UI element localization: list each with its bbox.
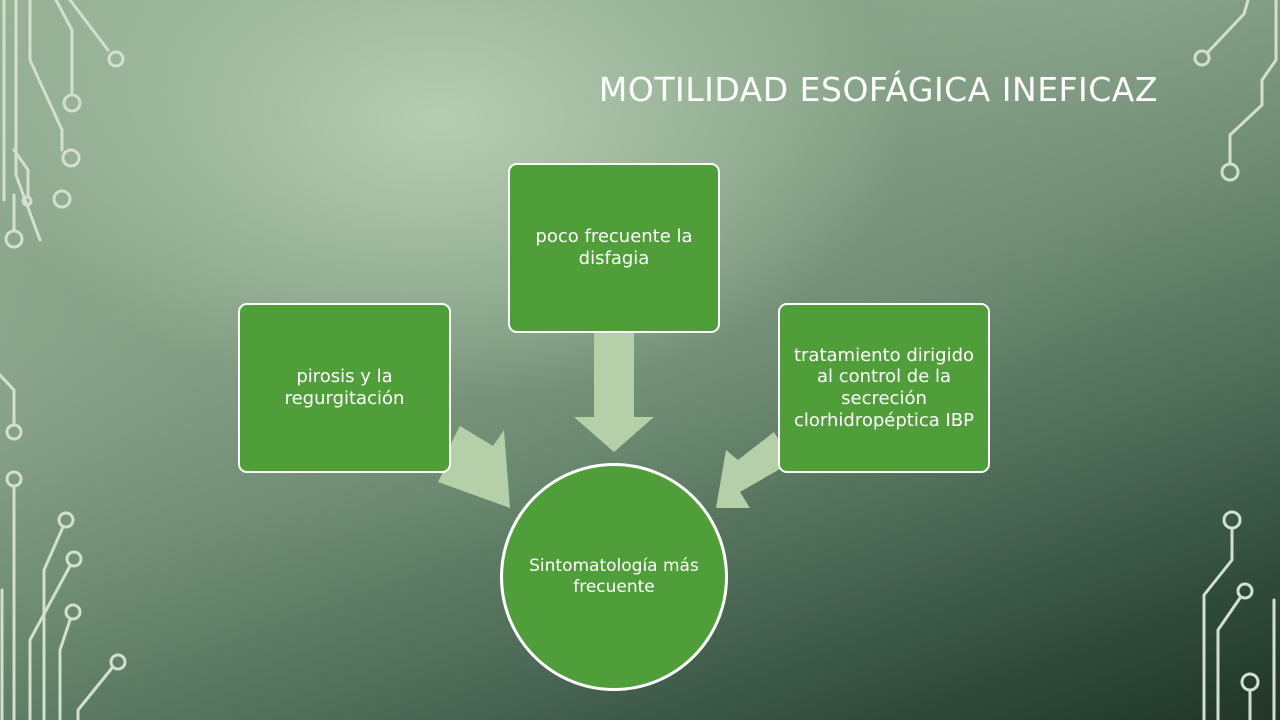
circuit-lines-bottom-left bbox=[0, 373, 127, 720]
node-disfagia: poco frecuente la disfagia bbox=[508, 163, 720, 333]
arrow-left-to-center bbox=[438, 426, 510, 508]
circuit-lines-bottom-right bbox=[1202, 510, 1276, 720]
circuit-lines-top-right bbox=[1193, 0, 1278, 182]
node-pirosis: pirosis y la regurgitación bbox=[238, 303, 451, 473]
circuit-lines-top-left bbox=[2, 0, 125, 249]
center-node-sintomatologia: Sintomatología más frecuente bbox=[500, 463, 728, 691]
node-tratamiento: tratamiento dirigido al control de la se… bbox=[778, 303, 990, 473]
arrow-right-to-center bbox=[716, 432, 792, 508]
arrow-top-to-center bbox=[574, 333, 654, 452]
slide-title: MOTILIDAD ESOFÁGICA INEFICAZ bbox=[598, 70, 1158, 109]
